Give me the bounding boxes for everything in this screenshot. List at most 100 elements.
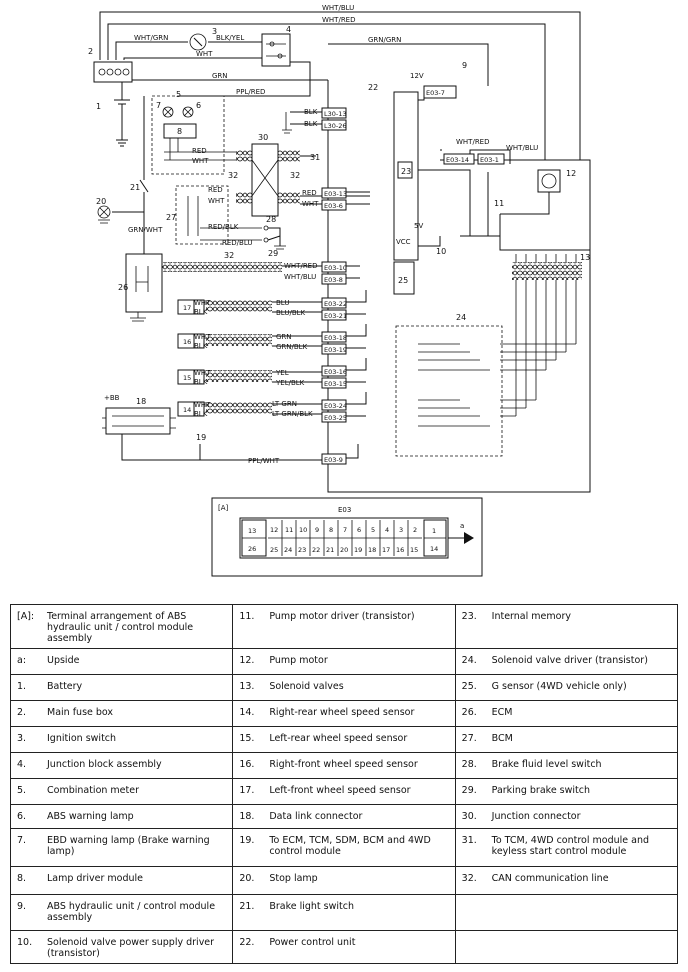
wire-label-wht-red-can: WHT/RED <box>284 262 318 270</box>
legend-key: 26. <box>461 707 477 718</box>
inset-left-bottom: 26 <box>248 545 256 553</box>
top-wiring: WHT/BLU WHT/RED WHT/GRN BLK/YEL WHT GRN … <box>99 4 591 493</box>
legend-key: 20. <box>239 873 255 884</box>
legend-cell: 16.Right-front wheel speed sensor <box>232 752 456 779</box>
legend-table: [A]:Terminal arrangement of ABS hydrauli… <box>9 604 679 964</box>
legend-row: 7.EBD warning lamp (Brake warning lamp)1… <box>9 828 679 867</box>
wire-label-s14-blk: BLK <box>194 410 208 418</box>
conn-e03-22: E03-22 <box>324 300 347 308</box>
conn-e03-18: E03-18 <box>324 334 347 342</box>
sensor-tag-16: 16 <box>183 338 191 346</box>
conn-e03-19: E03-19 <box>324 346 347 354</box>
legend-cell: 31.To TCM, 4WD control module and keyles… <box>454 828 679 867</box>
label-5v: 5V <box>414 222 423 230</box>
callout-4: 4 <box>286 25 291 34</box>
legend-value: Pump motor driver (transistor) <box>269 611 415 622</box>
inset-pin-b3: 22 <box>312 546 320 554</box>
legend-value: Combination meter <box>47 785 140 796</box>
inset-right-bottom: 14 <box>430 545 438 553</box>
inset-pin-b7: 18 <box>368 546 376 554</box>
inset-pin-b8: 17 <box>382 546 390 554</box>
legend-cell: 2.Main fuse box <box>9 700 234 727</box>
legend-cell: a:Upside <box>9 648 234 675</box>
legend-value: To ECM, TCM, SDM, BCM and 4WD control mo… <box>269 835 431 857</box>
legend-key: 17. <box>239 785 255 796</box>
wire-label-s15-yel-blk: YEL/BLK <box>275 379 305 387</box>
inset-pin-b6: 19 <box>354 546 362 554</box>
legend-key: 9. <box>17 901 27 912</box>
wire-label-wht-grn: WHT/GRN <box>134 34 168 42</box>
legend-cell: 11. Pump motor driver (transistor) <box>232 604 456 649</box>
legend-key: 14. <box>239 707 255 718</box>
inset-pin-t1: 11 <box>285 526 293 534</box>
wire-label-wht3: WHT <box>302 200 319 208</box>
wire-label-wht-blu-top: WHT/BLU <box>322 4 354 12</box>
legend-cell: 1.Battery <box>9 674 234 701</box>
legend-value: Parking brake switch <box>491 785 591 796</box>
ignition-switch <box>189 33 207 51</box>
wire-label-grn-top: GRN <box>212 72 228 80</box>
conn-e03-9: E03-9 <box>324 456 343 464</box>
legend-key: 2. <box>17 707 27 718</box>
sensor-tag-15: 15 <box>183 374 191 382</box>
conn-e03-8: E03-8 <box>324 276 343 284</box>
callout-29: 29 <box>268 249 278 258</box>
legend-value: BCM <box>491 733 513 744</box>
inset-pin-t2: 10 <box>299 526 307 534</box>
legend-row: 5. Combination meter 17. Left-front wheel s… <box>9 778 679 805</box>
legend-key: 8. <box>17 873 27 884</box>
callout-32a: 32 <box>228 171 238 180</box>
wire-label-s17-wht: WHT <box>194 299 211 307</box>
wire-label-s14-lt-grn: LT GRN <box>272 400 297 408</box>
callout-23: 23 <box>401 167 411 176</box>
wire-label-wht-blu-can: WHT/BLU <box>284 273 316 281</box>
callout-5: 5 <box>176 90 181 99</box>
legend-row: 10.Solenoid valve power supply driver (t… <box>9 930 679 964</box>
legend-row: [A]:Terminal arrangement of ABS hydrauli… <box>9 604 679 649</box>
legend-cell: 23.Internal memory <box>454 604 679 649</box>
terminal-arrangement-inset: [A] E03 13 26 1 14 12 11 10 9 8 7 6 5 4 … <box>211 497 483 577</box>
wiring-diagram: WHT/BLU WHT/RED WHT/GRN BLK/YEL WHT GRN … <box>88 4 591 577</box>
callout-3: 3 <box>212 27 217 36</box>
legend-key: 29. <box>461 785 477 796</box>
callout-11: 11 <box>494 199 504 208</box>
wire-label-blk-yel: BLK/YEL <box>216 34 244 42</box>
legend-value: G sensor (4WD vehicle only) <box>491 681 627 692</box>
conn-e03-1: E03-1 <box>480 156 499 164</box>
legend-key: 22. <box>239 937 255 948</box>
legend-value: Terminal arrangement of ABS hydraulic un… <box>47 611 194 644</box>
legend-value: Left-front wheel speed sensor <box>269 785 411 796</box>
legend-value: Stop lamp <box>269 873 318 884</box>
legend-key: 10. <box>17 937 33 948</box>
legend-key: 21. <box>239 901 255 912</box>
legend-value: Power control unit <box>269 937 356 948</box>
wire-label-s16-grn: GRN <box>276 333 292 341</box>
legend-value: Solenoid valve driver (transistor) <box>491 655 648 666</box>
legend-cell: 27.BCM <box>454 726 679 753</box>
callout-2: 2 <box>88 47 93 56</box>
legend-cell: 3.Ignition switch <box>9 726 234 753</box>
sensor-tag-17: 17 <box>183 304 191 312</box>
legend-cell: 26.ECM <box>454 700 679 727</box>
legend-cell: 21.Brake light switch <box>232 894 456 931</box>
wheel-speed-sensor-15 <box>177 369 322 385</box>
legend-key: 11. <box>239 611 255 622</box>
inset-left-top: 13 <box>248 527 256 535</box>
conn-e03-21: E03-21 <box>324 312 347 320</box>
callout-8: 8 <box>177 127 182 136</box>
conn-l30-13: L30-13 <box>324 110 347 118</box>
callout-20: 20 <box>96 197 106 206</box>
inset-pin-b10: 15 <box>410 546 418 554</box>
brake-light-switch <box>97 96 149 254</box>
wire-label-grn-wht: GRN/WHT <box>128 226 163 234</box>
conn-e03-6: E03-6 <box>324 202 343 210</box>
inset-pin-t6: 6 <box>357 526 361 534</box>
wire-label-red3: RED <box>302 189 317 197</box>
inset-tag: [A] <box>218 504 229 512</box>
legend-key: 5. <box>17 785 27 796</box>
wire-label-ppl-red: PPL/RED <box>236 88 265 96</box>
legend-value: Ignition switch <box>47 733 117 744</box>
inset-pin-t3: 9 <box>315 526 319 534</box>
legend-cell <box>454 930 679 964</box>
callout-28: 28 <box>266 215 276 224</box>
